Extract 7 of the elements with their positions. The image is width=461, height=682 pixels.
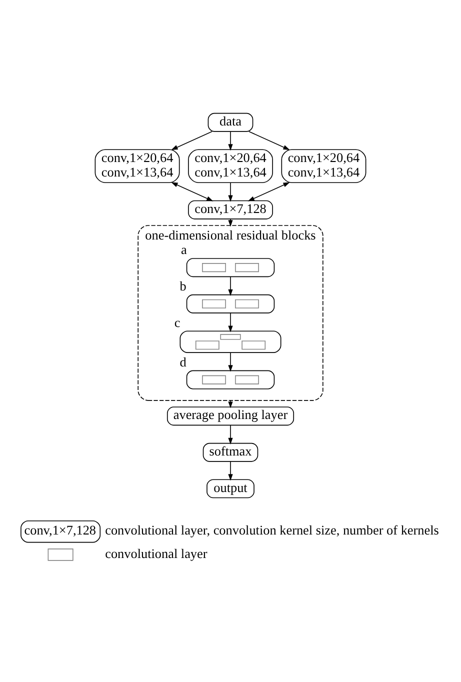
node-label: c	[174, 314, 180, 330]
legend-label: convolutional layer	[105, 546, 208, 561]
legend-label: convolutional layer, convolution kernel size, number of kernels	[105, 522, 439, 538]
node-label: d	[180, 354, 186, 370]
node-label: b	[180, 278, 186, 294]
label: conv,1×7,128	[24, 522, 96, 538]
node-label: a	[180, 242, 187, 258]
